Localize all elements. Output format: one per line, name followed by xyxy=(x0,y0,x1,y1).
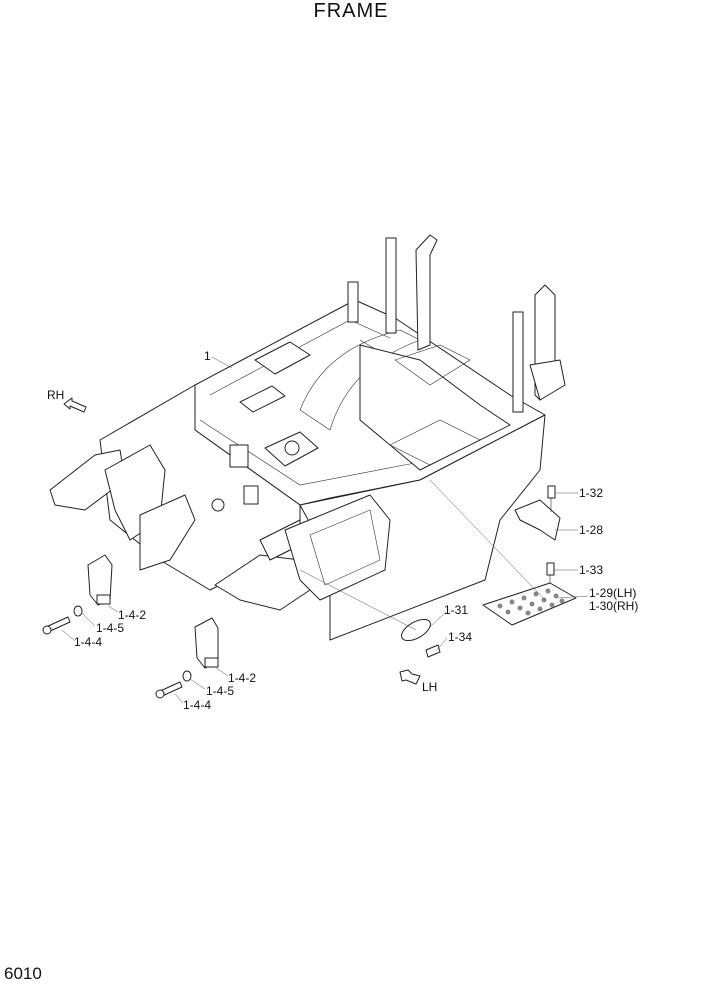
page-title: FRAME xyxy=(313,0,389,22)
bolt-1-34 xyxy=(425,644,441,658)
lh-direction-arrow xyxy=(399,669,421,685)
rh-label: RH xyxy=(47,388,64,402)
callout-1-31: 1-31 xyxy=(444,603,468,617)
callout-1: 1 xyxy=(204,349,211,363)
lh-label: LH xyxy=(422,680,437,694)
callout-1-33: 1-33 xyxy=(579,563,603,577)
callout-1-34: 1-34 xyxy=(448,630,472,644)
callout-1-28: 1-28 xyxy=(579,523,603,537)
callout-1-4-2-right: 1-4-2 xyxy=(228,671,256,685)
clamp-set-left xyxy=(42,554,113,635)
callout-1-30: 1-30(RH) xyxy=(589,599,638,613)
callout-1-4-5-right: 1-4-5 xyxy=(206,684,234,698)
callout-1-4-4-left: 1-4-4 xyxy=(74,635,102,649)
callout-1-4-4-right: 1-4-4 xyxy=(183,698,211,712)
callout-1-32: 1-32 xyxy=(579,486,603,500)
bolt-1-32 xyxy=(547,485,556,512)
rh-direction-arrow xyxy=(63,397,87,413)
main-frame xyxy=(49,234,566,641)
callout-1-4-2-left: 1-4-2 xyxy=(118,608,146,622)
page-number: 6010 xyxy=(4,964,42,983)
step-plate-1-29 xyxy=(482,582,577,626)
step-bracket-1-28 xyxy=(514,499,561,541)
callout-1-4-5-left: 1-4-5 xyxy=(96,621,124,635)
clamp-set-right xyxy=(155,617,219,699)
leader-lines xyxy=(61,356,589,704)
callout-1-29: 1-29(LH) xyxy=(589,586,636,600)
